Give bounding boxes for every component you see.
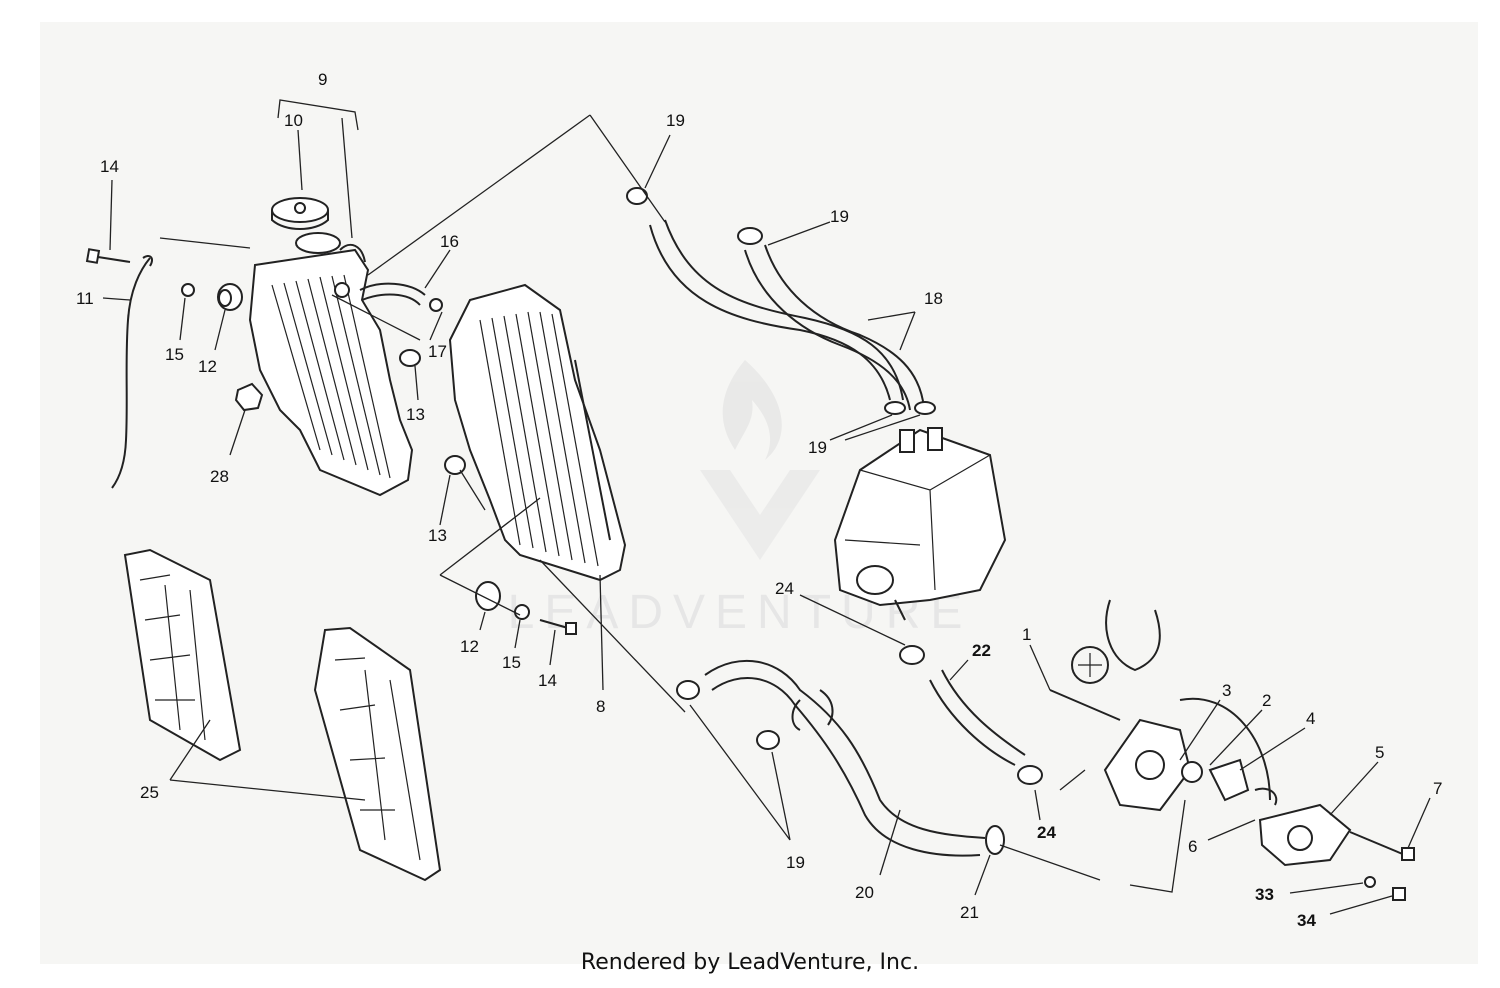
callout-6: 6	[1188, 837, 1197, 856]
callout-13: 13	[428, 526, 447, 545]
callout-11: 11	[76, 289, 94, 308]
clamp-17	[429, 298, 443, 312]
hose-18-front	[626, 187, 904, 401]
hose-20	[676, 659, 1005, 857]
callout-18: 18	[924, 289, 943, 308]
callout-4: 4	[1306, 709, 1315, 728]
callout-24: 24	[1037, 823, 1056, 842]
callout-15: 15	[502, 653, 521, 672]
callout-1: 1	[1022, 625, 1031, 644]
bolt-lower	[539, 619, 577, 635]
callout-16: 16	[440, 232, 459, 251]
callout-13: 13	[406, 405, 425, 424]
callout-15: 15	[165, 345, 184, 364]
radiator-left	[248, 232, 414, 497]
cylinder-head	[833, 427, 1007, 621]
radiator-right	[448, 283, 627, 582]
callout-19: 19	[830, 207, 849, 226]
callout-10: 10	[284, 111, 303, 130]
callout-24: 24	[775, 579, 794, 598]
radiator-louver-left	[123, 548, 242, 762]
callout-19: 19	[808, 438, 827, 457]
render-credit: Rendered by LeadVenture, Inc.	[580, 950, 920, 975]
callout-19: 19	[666, 111, 685, 130]
callout-25: 25	[140, 783, 159, 802]
hose-22	[899, 645, 1043, 785]
callout-20: 20	[855, 883, 874, 902]
callout-12: 12	[460, 637, 479, 656]
grommet-13-lower	[444, 455, 466, 475]
callout-34: 34	[1297, 911, 1316, 930]
callout-12: 12	[198, 357, 217, 376]
callout-19: 19	[786, 853, 805, 872]
callout-3: 3	[1222, 681, 1231, 700]
leader-lines	[102, 99, 1431, 915]
clamp-19-a	[884, 401, 906, 415]
hose-16	[359, 282, 426, 306]
callout-2: 2	[1262, 691, 1271, 710]
washer-lower	[514, 604, 530, 620]
callout-21: 21	[960, 903, 979, 922]
overflow-tube	[111, 257, 151, 489]
diagram-background	[40, 22, 1478, 964]
grommet-lower	[475, 581, 501, 611]
callout-14: 14	[538, 671, 557, 690]
callout-14: 14	[100, 157, 119, 176]
callout-17: 17	[428, 342, 447, 361]
radiator-louver-right	[313, 626, 442, 882]
callout-7: 7	[1433, 779, 1442, 798]
watermark-logo	[700, 360, 820, 560]
clamp-19-b	[914, 401, 936, 415]
callout-28: 28	[210, 467, 229, 486]
callout-5: 5	[1375, 743, 1384, 762]
water-pump	[1049, 599, 1415, 901]
bolt-upper	[85, 248, 131, 264]
callout-33: 33	[1255, 885, 1274, 904]
callout-8: 8	[596, 697, 605, 716]
nut-28	[234, 382, 264, 412]
radiator-cap	[271, 197, 329, 230]
hose-18-rear	[737, 227, 925, 411]
grommet-upper	[217, 283, 243, 311]
callout-labels: 9 10 14 11 15 12 16 17 13 28 13 19 19 18…	[76, 70, 1442, 930]
washer-upper	[181, 283, 195, 297]
callout-9: 9	[318, 70, 327, 89]
grommet-13-upper	[399, 349, 421, 367]
callout-22: 22	[972, 641, 991, 660]
